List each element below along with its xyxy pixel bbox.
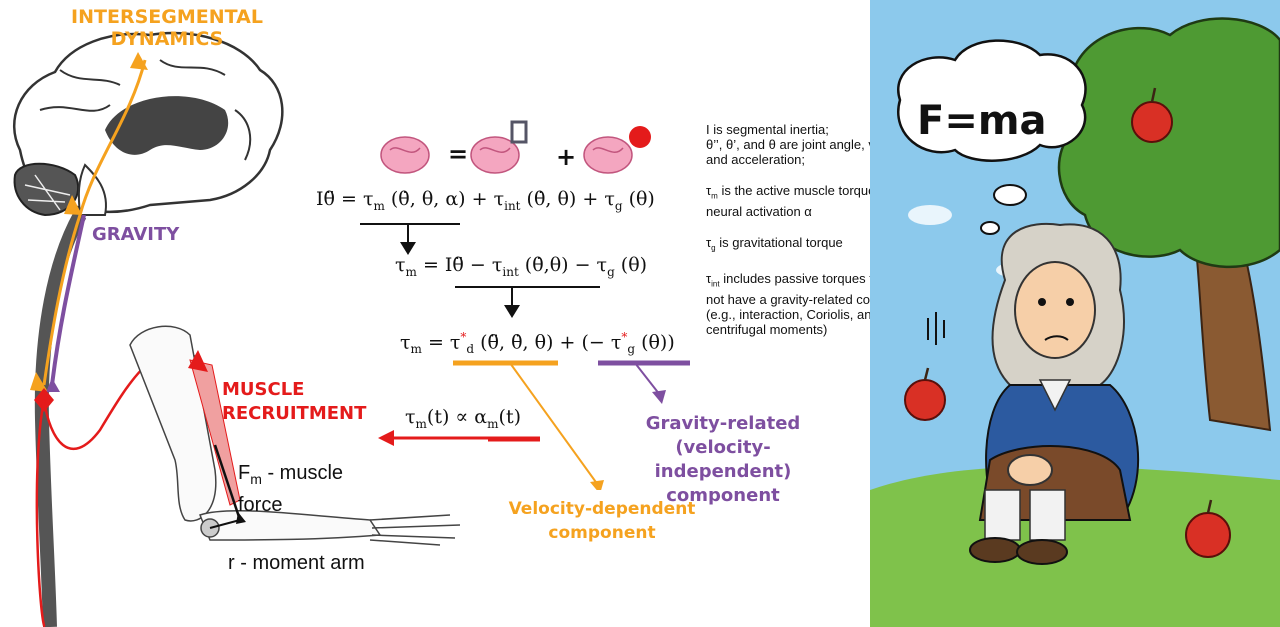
equation-2: τm = Iθ̈ − τint (θ̇,θ) − τg (θ) [395, 254, 648, 279]
svg-text:+: + [556, 143, 576, 171]
apple-icon-ground [1185, 499, 1231, 558]
force-subscript: m [250, 471, 262, 487]
note-angles: θ’’, θ’, and θ are joint angle, velocity… [706, 137, 915, 167]
apple-icon-falling [904, 367, 946, 421]
equation-3: τm = τ*d (θ̈, θ̇, θ) + (− τ*g (θ)) [400, 330, 675, 357]
eq2-lhs: τ [395, 254, 406, 276]
equation-4: τm(t) ∝ αm(t) [405, 406, 521, 431]
velocity-dependent-label: Velocity-dependent component [508, 499, 696, 543]
notes-panel: I is segmental inertia; θ’’, θ’, and θ a… [706, 122, 926, 337]
moment-text: - moment arm [240, 552, 365, 574]
svg-text:=: = [448, 140, 468, 168]
note-gravity-torque: τg is gravitational torque [706, 234, 843, 253]
intersegmental-dynamics-label: INTERSEGMENTAL DYNAMICS [71, 6, 263, 50]
equation-graphics: = + [360, 120, 690, 490]
moment-arm-label: r - moment arm [228, 550, 368, 576]
eq4-lhs: τ [405, 406, 416, 428]
force-symbol: F [238, 462, 251, 484]
newton-scene [870, 0, 1280, 627]
brain-icon-3 [583, 136, 633, 174]
gravity-related-label: Gravity-related (velocity-independent) c… [645, 413, 801, 506]
eq1-lhs: Iθ̈ = τ [316, 188, 374, 210]
note-passive-torque: τint includes passive torques that do no… [706, 271, 921, 337]
equation-1: Iθ̈ = τm (θ̇, θ, α) + τint (θ̇, θ) + τg … [316, 188, 655, 213]
apple-icon-tree [1131, 87, 1173, 143]
neuro-arm-illustration [12, 31, 540, 627]
eq3-lhs: τ [400, 331, 411, 354]
muscle-force-label: Fm - muscle force [238, 460, 388, 518]
gravity-label: GRAVITY [92, 224, 180, 245]
force-text: - muscle force [238, 462, 344, 516]
brain-icon-1 [380, 136, 430, 174]
fma-thought-text: F=ma [917, 98, 1047, 144]
brain-icon-2 [470, 136, 520, 174]
moment-symbol: r [228, 552, 235, 574]
note-muscle-torque: τm is the active muscle torque from neur… [706, 183, 905, 219]
muscle-recruitment-label: MUSCLE RECRUITMENT [222, 379, 367, 424]
note-inertia: I is segmental inertia; [706, 122, 829, 137]
